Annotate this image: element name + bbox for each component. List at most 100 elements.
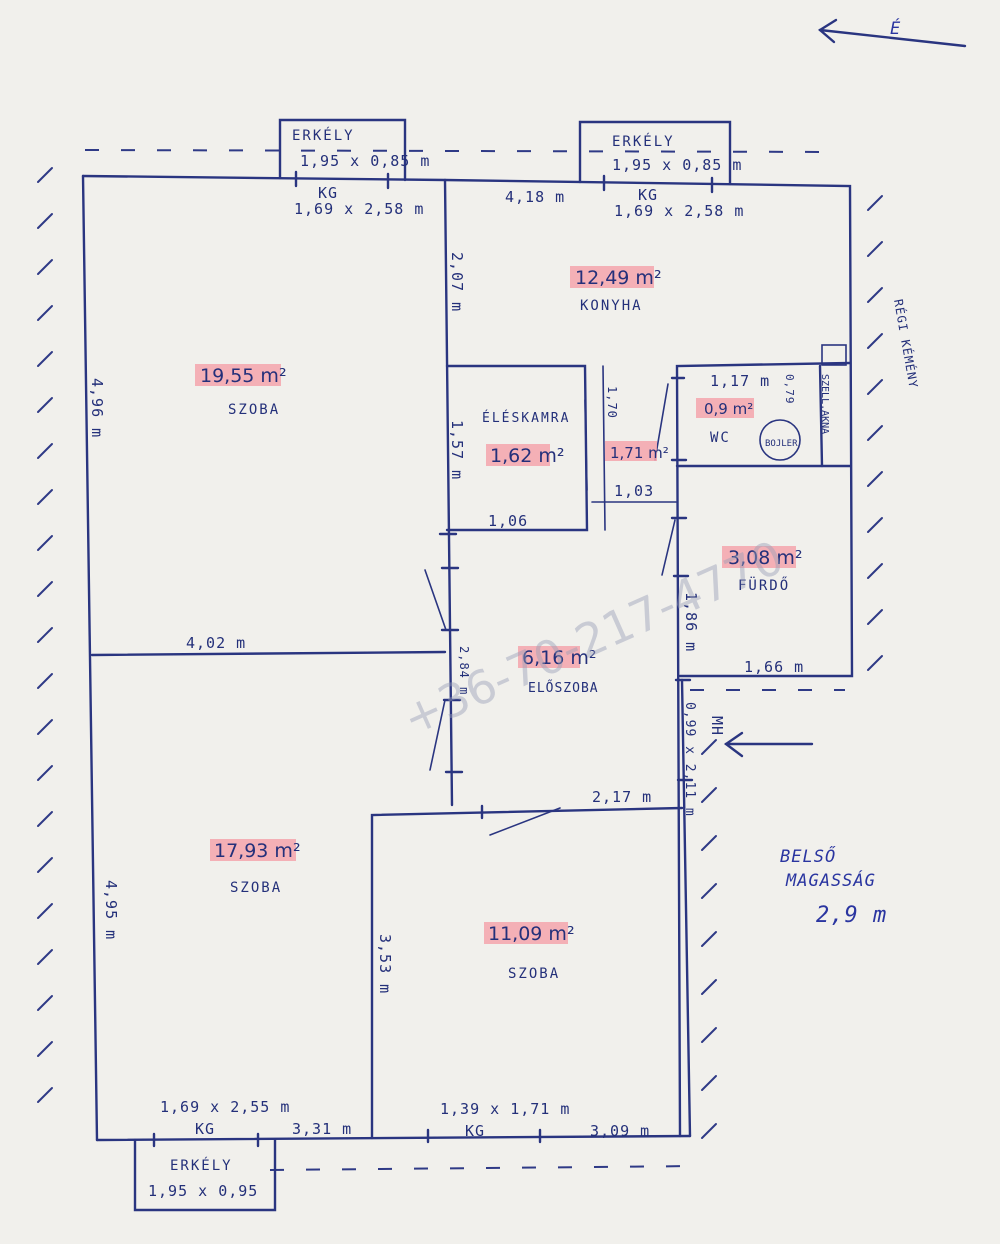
- kg-top-right: KG: [638, 186, 658, 204]
- furdo-area: 3,08 m²: [728, 547, 802, 569]
- hatch-mark: [701, 1027, 717, 1043]
- hatch-mark: [37, 903, 53, 919]
- dim-hall-w: 1,03: [614, 482, 654, 500]
- szoba1-name: SZOBA: [228, 402, 280, 418]
- hatch-mark: [37, 489, 53, 505]
- kg-top-right-size: 1,69 x 2,58 m: [614, 202, 744, 220]
- hatch-mark: [867, 517, 883, 533]
- wall-szoba1-bottom: [90, 650, 447, 657]
- eleskamra-name: ÉLÉSKAMRA: [482, 410, 570, 426]
- balcony-top-left: [278, 118, 407, 182]
- furdo-name: FÜRDŐ: [738, 576, 790, 594]
- hatch-mark: [867, 333, 883, 349]
- note-belso: BELSŐ: [780, 845, 836, 867]
- balcony-tl-label: ERKÉLY: [292, 127, 355, 144]
- dim-wc-h: 0,79: [783, 374, 796, 405]
- hatch-mark: [37, 857, 53, 873]
- balcony-top-right: [578, 120, 732, 186]
- hatch-mark: [867, 287, 883, 303]
- kg-bottom-left-size: 1,69 x 2,55 m: [160, 1098, 290, 1116]
- dim-szoba3-w: 2,17 m: [592, 788, 652, 806]
- hatch-marks: [37, 167, 883, 1139]
- dim-bottom-w2: 3,09 m: [590, 1122, 650, 1140]
- hatch-mark: [37, 581, 53, 597]
- north-label: É: [890, 17, 901, 39]
- eleskamra-area: 1,62 m²: [490, 445, 564, 467]
- hatch-mark: [867, 241, 883, 257]
- boiler-icon: [759, 419, 801, 461]
- dim-szoba1-h: 4,96 m: [88, 378, 106, 438]
- hatch-mark: [37, 213, 53, 229]
- mh-label: MH: [708, 716, 726, 736]
- hatch-mark: [867, 195, 883, 211]
- balcony-b-size: 1,95 x 0,95: [148, 1182, 258, 1200]
- hatch-mark: [37, 351, 53, 367]
- dim-szoba2-h: 4,95 m: [102, 880, 120, 940]
- note-magassag: MAGASSÁG: [785, 869, 876, 891]
- dim-szoba3-h: 3,53 m: [376, 934, 394, 994]
- kg-bottom-mid-size: 1,39 x 1,71 m: [440, 1100, 570, 1118]
- wc-area: 0,9 m²: [704, 400, 753, 418]
- eloszoba-name: ELŐSZOBA: [528, 680, 599, 696]
- hatch-mark: [37, 765, 53, 781]
- szell-akna-label: SZELL.AKNA: [819, 374, 830, 434]
- chimney-box: [821, 344, 847, 366]
- dim-hall-h: 1,70: [605, 386, 619, 419]
- outer-wall-top-right: [81, 174, 854, 678]
- outer-wall-right-lower: [680, 678, 692, 1138]
- hatch-mark: [37, 1087, 53, 1103]
- szoba3-name: SZOBA: [508, 966, 560, 982]
- dim-door: 0,99 x 2,11 m: [682, 702, 697, 817]
- balcony-b-label: ERKÉLY: [170, 1157, 233, 1174]
- hatch-mark: [701, 1075, 717, 1091]
- dim-konyha-w: 4,18 m: [505, 188, 565, 206]
- hatch-mark: [867, 655, 883, 671]
- outer-wall-left: [81, 174, 99, 1142]
- hatch-mark: [701, 931, 717, 947]
- wall-szoba3: [370, 806, 684, 1140]
- wc-name: WC: [710, 430, 731, 446]
- hatch-mark: [867, 471, 883, 487]
- eloszoba-area: 6,16 m²: [522, 647, 596, 669]
- hatch-mark: [701, 835, 717, 851]
- dim-konyha-h: 2,07 m: [448, 252, 466, 312]
- hatch-mark: [37, 259, 53, 275]
- dim-furdo-w: 1,66 m: [744, 658, 804, 676]
- hatch-mark: [701, 883, 717, 899]
- hatch-mark: [37, 719, 53, 735]
- boiler-label: BOJLER: [765, 439, 798, 449]
- hatch-mark: [37, 443, 53, 459]
- hatch-mark: [37, 949, 53, 965]
- area-highlights: [195, 266, 796, 944]
- door-swings: [424, 383, 676, 836]
- dim-bottom-w1: 3,31 m: [292, 1120, 352, 1138]
- hatch-mark: [867, 609, 883, 625]
- hatch-mark: [37, 397, 53, 413]
- dim-eles-w: 1,06: [488, 512, 528, 530]
- hatch-mark: [37, 1041, 53, 1057]
- hatch-mark: [701, 739, 717, 755]
- szoba1-area: 19,55 m²: [200, 365, 287, 387]
- dim-furdo-h: 1,86 m: [682, 592, 700, 652]
- hatch-mark: [701, 1123, 717, 1139]
- kg-top-left: KG: [318, 184, 338, 202]
- konyha-area: 12,49 m²: [575, 267, 662, 289]
- dim-eles-h: 1,57 m: [448, 420, 466, 480]
- balcony-tr-size: 1,95 x 0,85 m: [612, 156, 742, 174]
- walls: [81, 174, 854, 1142]
- balcony-bottom: [133, 1138, 277, 1212]
- kg-top-left-size: 1,69 x 2,58 m: [294, 200, 424, 218]
- kg-bottom-mid: KG: [465, 1122, 485, 1140]
- hatch-mark: [37, 627, 53, 643]
- szoba2-area: 17,93 m²: [214, 840, 301, 862]
- wall-shaft: [818, 364, 824, 468]
- szoba3-area: 11,09 m²: [488, 923, 575, 945]
- hatch-mark: [867, 379, 883, 395]
- balcony-tl-size: 1,95 x 0,85 m: [300, 152, 430, 170]
- kg-bottom-left: KG: [195, 1120, 215, 1138]
- wall-wc-left: [675, 361, 852, 1138]
- dim-elo-h: 2,84 m: [457, 646, 471, 695]
